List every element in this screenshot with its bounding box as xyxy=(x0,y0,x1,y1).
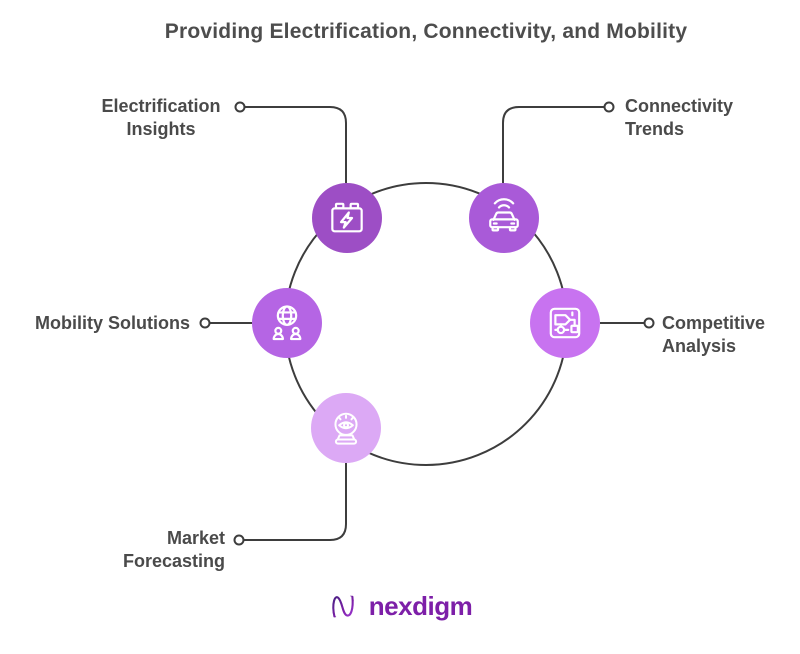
connector-dot-mobility xyxy=(199,317,211,329)
label-electrification-insights: Electrification Insights xyxy=(101,96,221,139)
nexdigm-logo-text: nexdigm xyxy=(368,590,473,621)
connected-car-icon xyxy=(489,198,519,232)
label-competitive-analysis: Competitive Analysis xyxy=(662,313,766,356)
globe-people-icon xyxy=(272,305,302,341)
label-connectivity-trends: Connectivity Trends xyxy=(625,96,734,139)
node-mobility-solutions[interactable] xyxy=(252,288,322,358)
nexdigm-logo: nexdigm xyxy=(0,586,800,626)
node-competitive-analysis[interactable] xyxy=(530,288,600,358)
crystal-ball-icon xyxy=(334,412,358,445)
connector-connectivity xyxy=(502,106,605,183)
connector-market xyxy=(243,463,347,541)
label-mobility-solutions: Mobility Solutions xyxy=(35,313,190,333)
node-electrification-insights[interactable] xyxy=(312,183,382,253)
connector-dot-competitive xyxy=(643,317,655,329)
connector-electrification xyxy=(244,106,347,183)
node-connectivity-trends[interactable] xyxy=(469,183,539,253)
connector-dot-electrification xyxy=(234,101,246,113)
label-market-forecasting: Market Forecasting xyxy=(122,528,225,571)
circuit-chip-icon xyxy=(549,307,581,339)
nexdigm-logo-mark xyxy=(332,595,354,618)
page-title: Providing Electrification, Connectivity,… xyxy=(164,20,688,43)
battery-bolt-icon xyxy=(331,202,363,233)
connector-dot-market xyxy=(233,534,245,546)
connector-dot-connectivity xyxy=(603,101,615,113)
node-market-forecasting[interactable] xyxy=(311,393,381,463)
